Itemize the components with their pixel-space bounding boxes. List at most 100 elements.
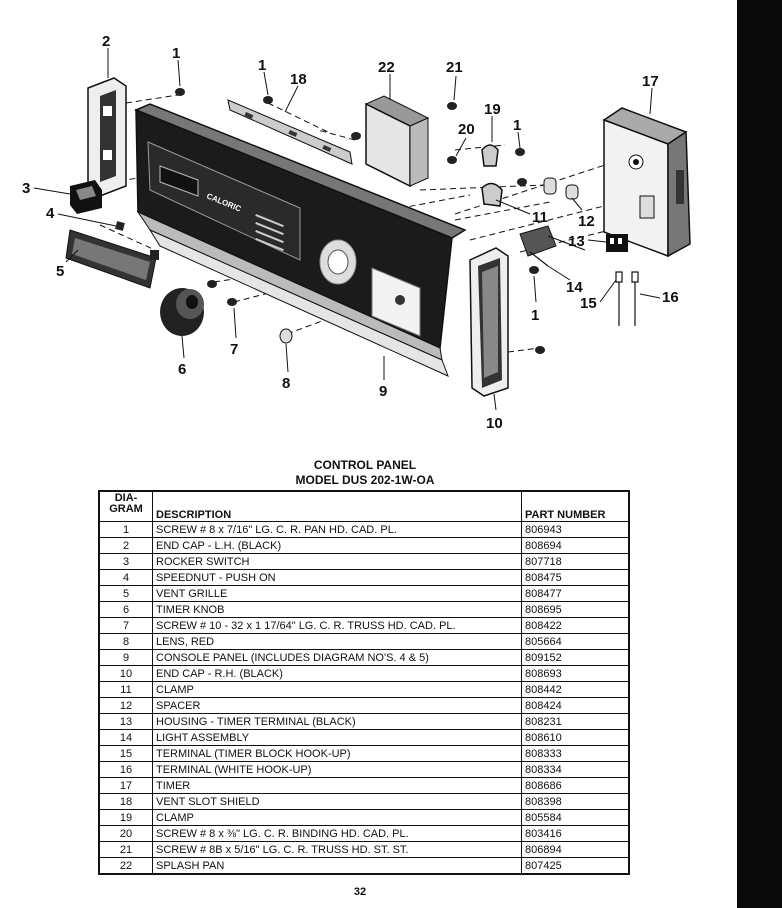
- cell-part-number: 808424: [521, 697, 630, 714]
- panel-printed-markings: [255, 214, 284, 252]
- cell-description: SCREW # 8 x ⅜" LG. C. R. BINDING HD. CAD…: [152, 825, 522, 842]
- cell-part-number: 808477: [521, 585, 630, 602]
- cell-description: TIMER: [152, 777, 522, 794]
- callout-label: 21: [446, 59, 463, 76]
- cell-description: LIGHT ASSEMBLY: [152, 729, 522, 746]
- cell-diagram: 7: [98, 617, 153, 634]
- cell-diagram: 9: [98, 649, 153, 666]
- table-subtitle: MODEL DUS 202-1W-OA: [295, 473, 435, 487]
- cell-description: CONSOLE PANEL (INCLUDES DIAGRAM NO'S. 4 …: [152, 649, 522, 666]
- cell-part-number: 808694: [521, 537, 630, 554]
- cell-part-number: 805584: [521, 809, 630, 826]
- callout-label: 17: [642, 73, 659, 90]
- speednut: [115, 221, 125, 231]
- callout-label: 1: [172, 45, 180, 62]
- cell-description: SPACER: [152, 697, 522, 714]
- callout-label: 15: [580, 295, 597, 312]
- cell-diagram: 14: [98, 729, 153, 746]
- clamp-11: [481, 182, 503, 207]
- cell-part-number: 808422: [521, 617, 630, 634]
- cell-description: LENS, RED: [152, 633, 522, 650]
- callout-label: 4: [46, 205, 55, 222]
- callout-label: 2: [102, 33, 110, 50]
- clamp-19: [481, 144, 499, 167]
- end-cap-right: [469, 247, 509, 397]
- cell-diagram: 15: [98, 745, 153, 762]
- callout-label: 14: [566, 279, 583, 296]
- callout-label: 13: [568, 233, 585, 250]
- cell-part-number: 807718: [521, 553, 630, 570]
- cell-description: END CAP - R.H. (BLACK): [152, 665, 522, 682]
- callout-label: 22: [378, 59, 395, 76]
- cell-part-number: 808686: [521, 777, 630, 794]
- cell-description: TERMINAL (TIMER BLOCK HOOK-UP): [152, 745, 522, 762]
- terminals: [615, 271, 639, 326]
- cell-part-number: 808475: [521, 569, 630, 586]
- cell-description: CLAMP: [152, 809, 522, 826]
- cell-part-number: 805664: [521, 633, 630, 650]
- cell-part-number: 807425: [521, 857, 630, 875]
- cell-part-number: 808333: [521, 745, 630, 762]
- cell-description: SCREW # 10 - 32 x 1 17/64" LG. C. R. TRU…: [152, 617, 522, 634]
- cell-description: SCREW # 8 x 7/16" LG. C. R. PAN HD. CAD.…: [152, 521, 522, 538]
- cell-part-number: 808442: [521, 681, 630, 698]
- callout-label: 10: [486, 415, 503, 432]
- cell-diagram: 16: [98, 761, 153, 778]
- cell-description: END CAP - L.H. (BLACK): [152, 537, 522, 554]
- cell-part-number: 808334: [521, 761, 630, 778]
- cell-description: SCREW # 8B x 5/16" LG. C. R. TRUSS HD. S…: [152, 841, 522, 858]
- cell-diagram: 17: [98, 777, 153, 794]
- cell-diagram: 2: [98, 537, 153, 554]
- callout-numbers: 1 1 1 1 2 3 4 5 6 7 8 9 10 11 12 13 14 1…: [22, 33, 679, 432]
- screws: [175, 88, 545, 354]
- cell-description: CLAMP: [152, 681, 522, 698]
- callout-label: 18: [290, 71, 307, 88]
- cell-part-number: 808610: [521, 729, 630, 746]
- cell-description: TERMINAL (WHITE HOOK-UP): [152, 761, 522, 778]
- cell-diagram: 8: [98, 633, 153, 650]
- callout-label: 20: [458, 121, 475, 138]
- callout-label: 1: [513, 117, 521, 134]
- cell-diagram: 11: [98, 681, 153, 698]
- cell-part-number: 808398: [521, 793, 630, 810]
- vent-grille: [65, 229, 159, 289]
- cell-part-number: 806894: [521, 841, 630, 858]
- callout-label: 16: [662, 289, 679, 306]
- callout-label: 19: [484, 101, 501, 118]
- light-assembly: [519, 225, 586, 267]
- table-title: CONTROL PANEL: [313, 458, 417, 472]
- callout-label: 1: [258, 57, 266, 74]
- callout-label: 7: [230, 341, 238, 358]
- cell-part-number: 803416: [521, 825, 630, 842]
- vent-slot-shield: [227, 99, 353, 165]
- callout-label: 12: [578, 213, 595, 230]
- callout-label: 11: [532, 209, 548, 226]
- cell-diagram: 13: [98, 713, 153, 730]
- cell-diagram: 5: [98, 585, 153, 602]
- page-number: 32: [353, 886, 367, 898]
- callout-label: 3: [22, 180, 30, 197]
- console-panel: CALORIC: [134, 103, 467, 377]
- header-description: DESCRIPTION: [152, 490, 522, 522]
- cell-diagram: 21: [98, 841, 153, 858]
- callout-label: 8: [282, 375, 290, 392]
- cell-diagram: 18: [98, 793, 153, 810]
- header-part-number: PART NUMBER: [521, 490, 630, 522]
- right-edge-bar: [737, 0, 782, 908]
- cell-description: SPLASH PAN: [152, 857, 522, 875]
- timer-knob: [160, 288, 204, 336]
